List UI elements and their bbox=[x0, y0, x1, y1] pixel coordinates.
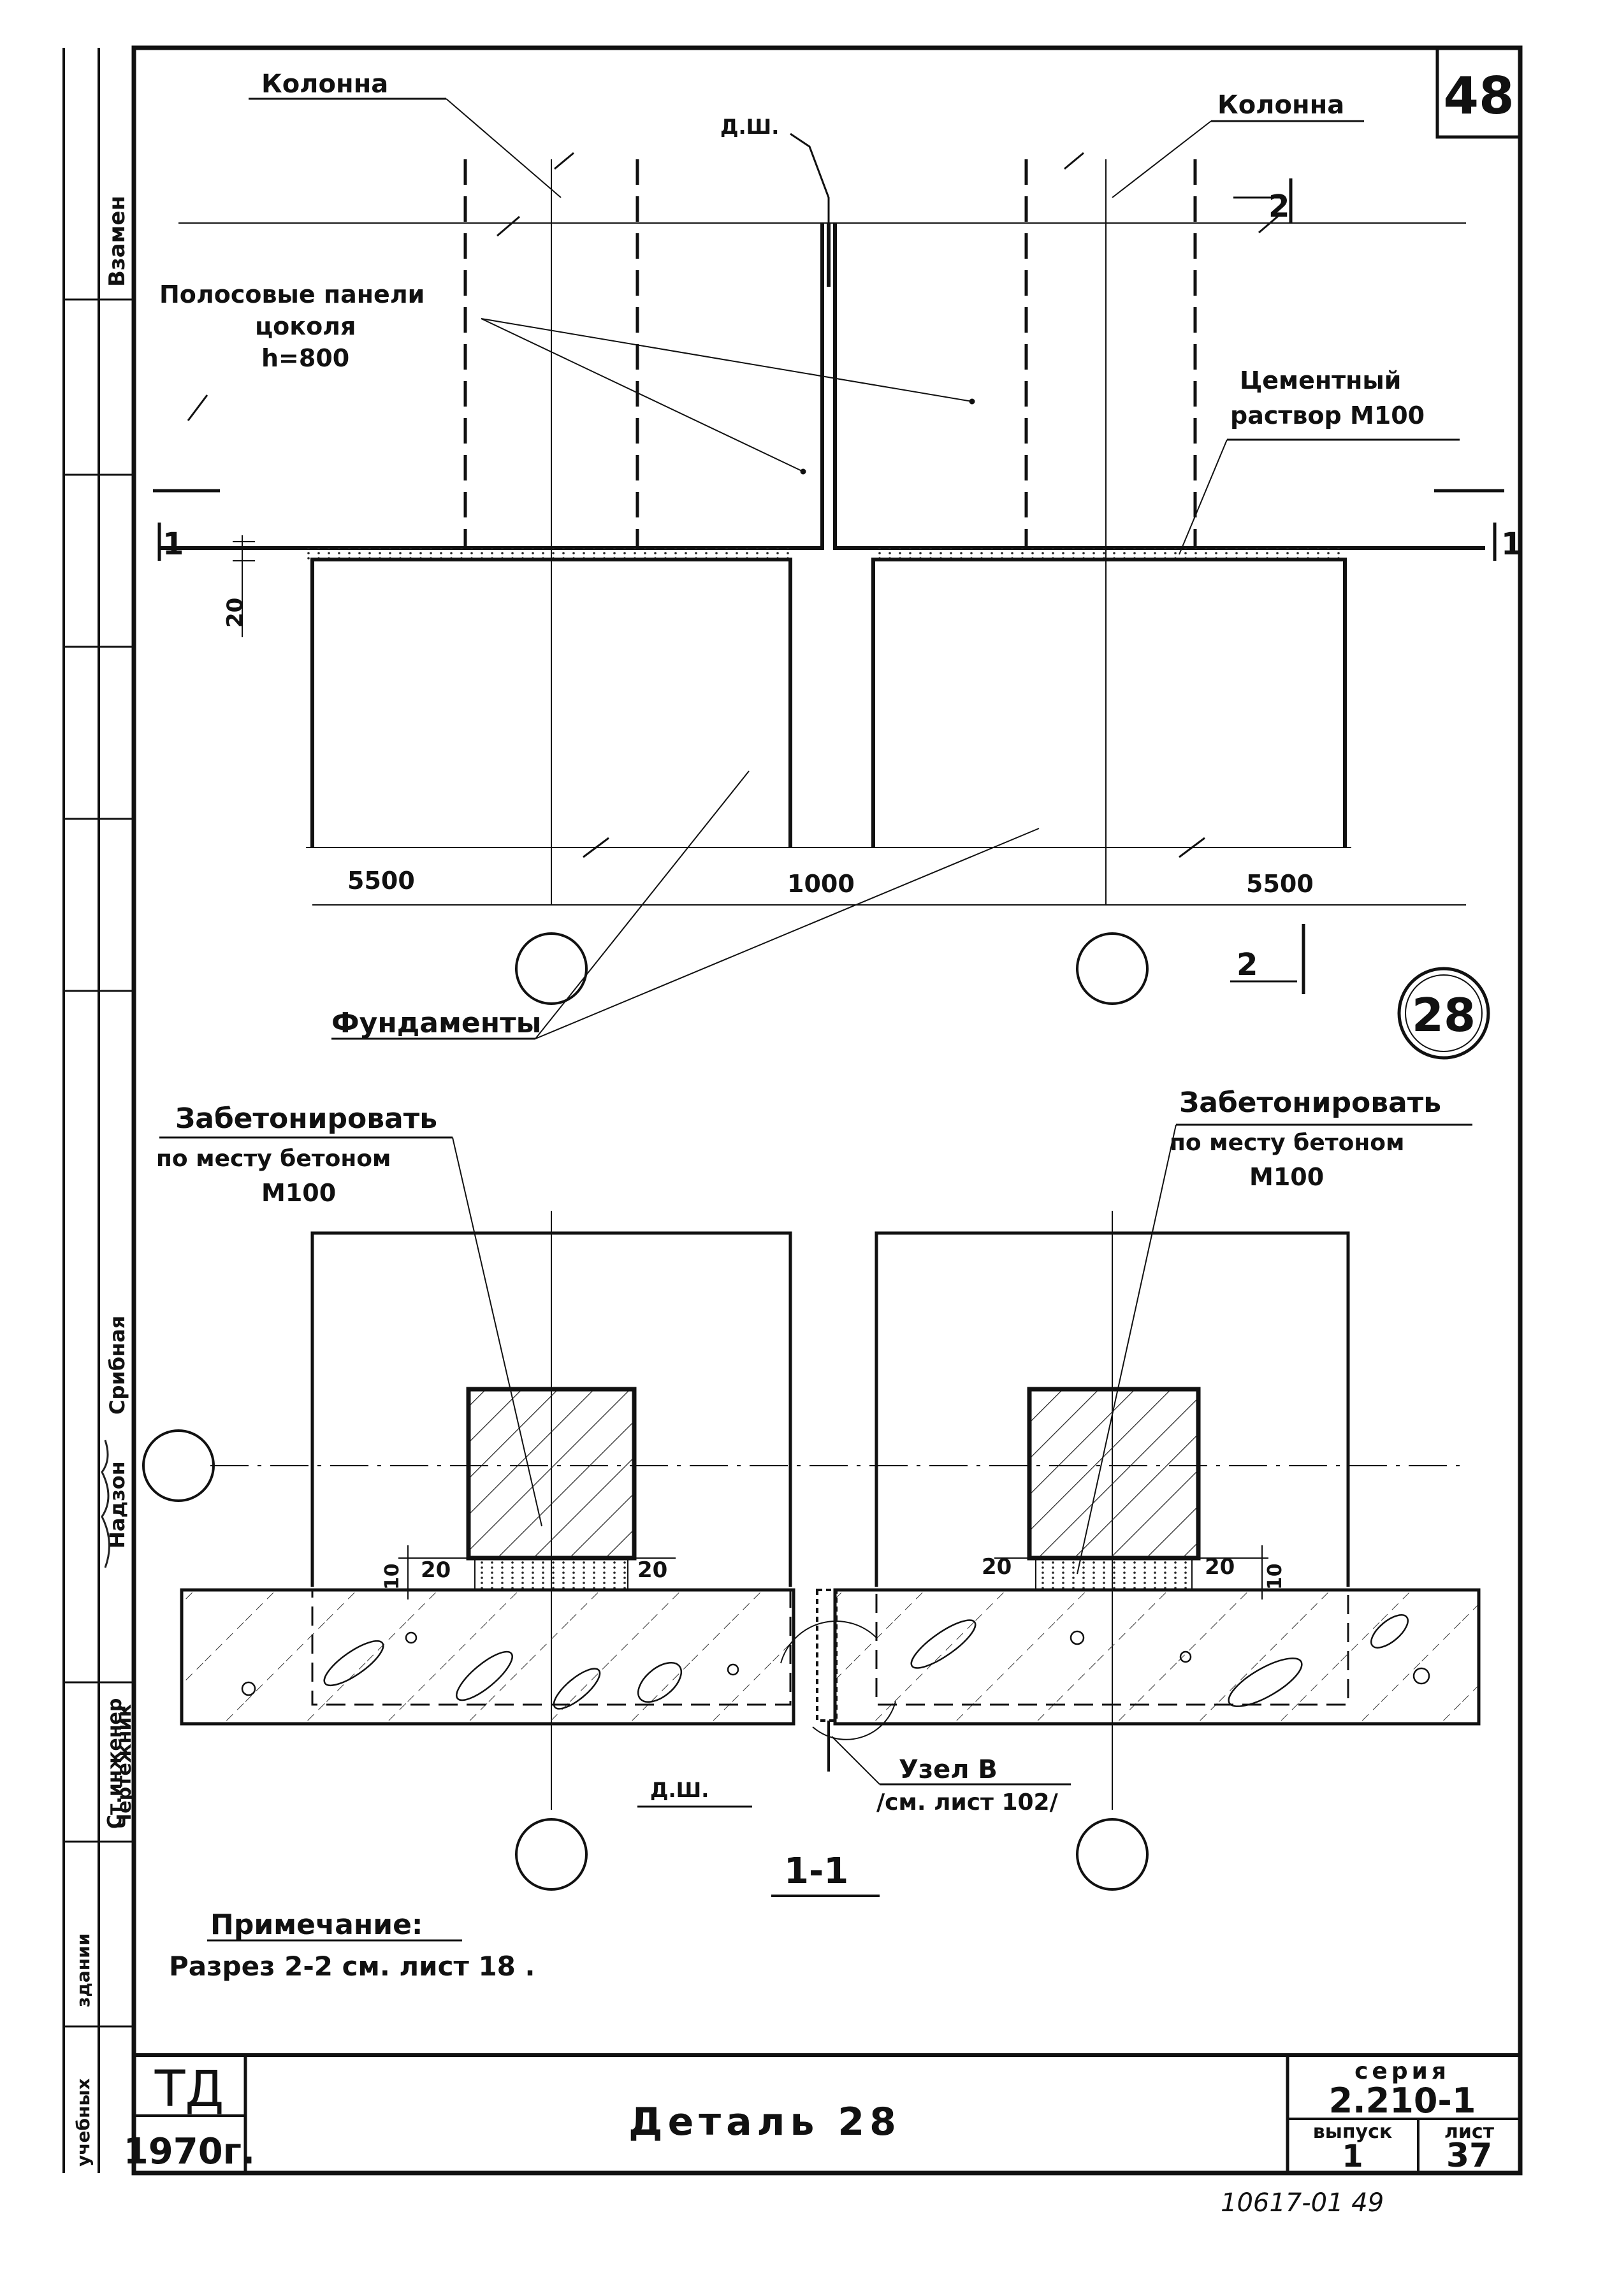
foundation-left bbox=[310, 558, 792, 848]
bottom-section bbox=[142, 1123, 1481, 1942]
notes-text: Разрез 2-2 см. лист 18 . bbox=[169, 1951, 535, 1982]
dim-left-5500: 5500 bbox=[347, 867, 415, 895]
bottom-section-labels: Забетонировать по месту бетоном М100 Заб… bbox=[156, 1087, 1441, 1892]
joint-leader-top bbox=[790, 133, 830, 223]
dim-20-d: 20 bbox=[1205, 1554, 1235, 1580]
section-bubble-left bbox=[515, 1818, 588, 1891]
section-column-left bbox=[310, 1231, 792, 1587]
expansion-joint-label-bottom: Д.Ш. bbox=[650, 1778, 709, 1802]
axis-bubble-right bbox=[1076, 932, 1149, 1005]
section-1-left-label: 1 bbox=[163, 526, 184, 562]
section-2-bottom-label: 2 bbox=[1237, 947, 1258, 983]
cement-mortar-label-1: Цементный bbox=[1240, 366, 1401, 394]
series-value: 2.210-1 bbox=[1329, 2081, 1476, 2121]
detail-circle-label: 28 bbox=[1412, 988, 1476, 1042]
concrete-left-label-3: М100 bbox=[261, 1179, 336, 1207]
foundation-right bbox=[871, 558, 1347, 848]
infill-box-right bbox=[1027, 1387, 1201, 1561]
section-mark-2-top bbox=[1233, 178, 1293, 223]
dim-20-a: 20 bbox=[421, 1557, 451, 1583]
aggregate-marks bbox=[241, 1614, 1430, 1710]
issue-value: 1 bbox=[1342, 2139, 1363, 2174]
sheet-value: 37 bbox=[1446, 2137, 1492, 2175]
strip-panels-label-2: цоколя bbox=[255, 312, 356, 340]
stamp-supervisor-label: Надзон bbox=[105, 1461, 129, 1549]
joint-seal bbox=[816, 1589, 838, 1722]
section-mark-1-left bbox=[153, 489, 220, 561]
dim-gap-20: 20 bbox=[222, 598, 248, 628]
axis-bubble-left bbox=[515, 932, 588, 1005]
stamp-signature bbox=[101, 1440, 110, 1568]
dim-20-b: 20 bbox=[637, 1557, 667, 1583]
dim-10-left: 10 bbox=[381, 1563, 403, 1590]
section-bubble-side bbox=[142, 1429, 215, 1502]
title-block bbox=[134, 2053, 1520, 2173]
section-bubble-right bbox=[1076, 1818, 1149, 1891]
top-plan bbox=[153, 97, 1504, 1060]
concrete-right-label-3: М100 bbox=[1249, 1163, 1324, 1191]
column-left-label: Колонна bbox=[261, 69, 388, 99]
section-mark-1-right bbox=[1434, 489, 1504, 561]
year-label: 1970г. bbox=[124, 2131, 255, 2172]
foundation-slab-right bbox=[833, 1588, 1481, 1726]
stamp-edu-label: учебных bbox=[73, 2078, 94, 2167]
foundation-slab-left bbox=[180, 1588, 795, 1726]
top-plan-labels: Колонна Колонна Д.Ш. Полосовые панели цо… bbox=[159, 69, 1522, 1042]
infill-box-left bbox=[466, 1387, 637, 1561]
concrete-right-label-1: Забетонировать bbox=[1179, 1087, 1441, 1119]
section-2-top-label: 2 bbox=[1268, 189, 1289, 224]
strip-panels-label-3: h=800 bbox=[261, 344, 349, 372]
section-1-right-label: 1 bbox=[1501, 526, 1522, 562]
stamp-name-label: Срибная bbox=[105, 1316, 129, 1415]
section-column-right bbox=[875, 1231, 1350, 1587]
node-b-label-2: /см. лист 102/ bbox=[876, 1789, 1059, 1816]
column-right-label: Колонна bbox=[1217, 90, 1344, 120]
node-b-arc bbox=[780, 1621, 877, 1664]
footer-code: 10617-01 49 bbox=[1221, 2188, 1384, 2218]
strip-panels-label-1: Полосовые панели bbox=[159, 280, 425, 308]
sheet-label: лист bbox=[1444, 2121, 1495, 2143]
dim-10-right: 10 bbox=[1264, 1563, 1286, 1590]
cement-mortar-label-2: раствор М100 bbox=[1230, 401, 1425, 430]
stamp-replace-label: Взамен bbox=[105, 196, 130, 287]
column-right bbox=[1024, 159, 1197, 548]
mortar-layer-left bbox=[306, 548, 790, 560]
expansion-joint-label-top: Д.Ш. bbox=[720, 115, 779, 139]
mortar-layer-right bbox=[873, 548, 1345, 560]
series-label: серия bbox=[1354, 2058, 1450, 2084]
stamp-drafter-label: Чертежник bbox=[113, 1704, 136, 1829]
column-left bbox=[463, 159, 639, 548]
foundations-label: Фундаменты bbox=[331, 1007, 541, 1039]
node-b-label-1: Узел В bbox=[899, 1755, 998, 1784]
concrete-left-label-2: по месту бетоном bbox=[156, 1146, 391, 1172]
notes-heading: Примечание: bbox=[210, 1909, 423, 1941]
dim-right-5500: 5500 bbox=[1246, 870, 1314, 898]
strip-panel-left bbox=[159, 223, 824, 550]
dim-mid-1000: 1000 bbox=[787, 870, 855, 898]
stamp-building-label: здании bbox=[73, 1933, 94, 2007]
sheet-frame bbox=[62, 45, 1523, 2176]
dim-20-c: 20 bbox=[982, 1554, 1012, 1580]
concrete-right-label-2: по месту бетоном bbox=[1170, 1130, 1404, 1156]
side-stamp: Взамен Ст.инженер Чертежник Надзон Срибн… bbox=[73, 196, 136, 2167]
drawing-title: Деталь 28 bbox=[628, 2100, 901, 2144]
stamp-engineer-label: Ст.инженер bbox=[104, 1698, 126, 1829]
org-mark: ТД bbox=[154, 2061, 224, 2118]
issue-label: выпуск bbox=[1313, 2121, 1393, 2143]
detail-circle bbox=[1397, 967, 1490, 1060]
concrete-left-label-1: Забетонировать bbox=[175, 1102, 437, 1135]
sheet-number: 48 bbox=[1443, 66, 1514, 126]
section-mark-2-bottom bbox=[1230, 924, 1305, 994]
section-title: 1-1 bbox=[784, 1851, 848, 1892]
notes: Примечание: Разрез 2-2 см. лист 18 . bbox=[169, 1909, 535, 1982]
